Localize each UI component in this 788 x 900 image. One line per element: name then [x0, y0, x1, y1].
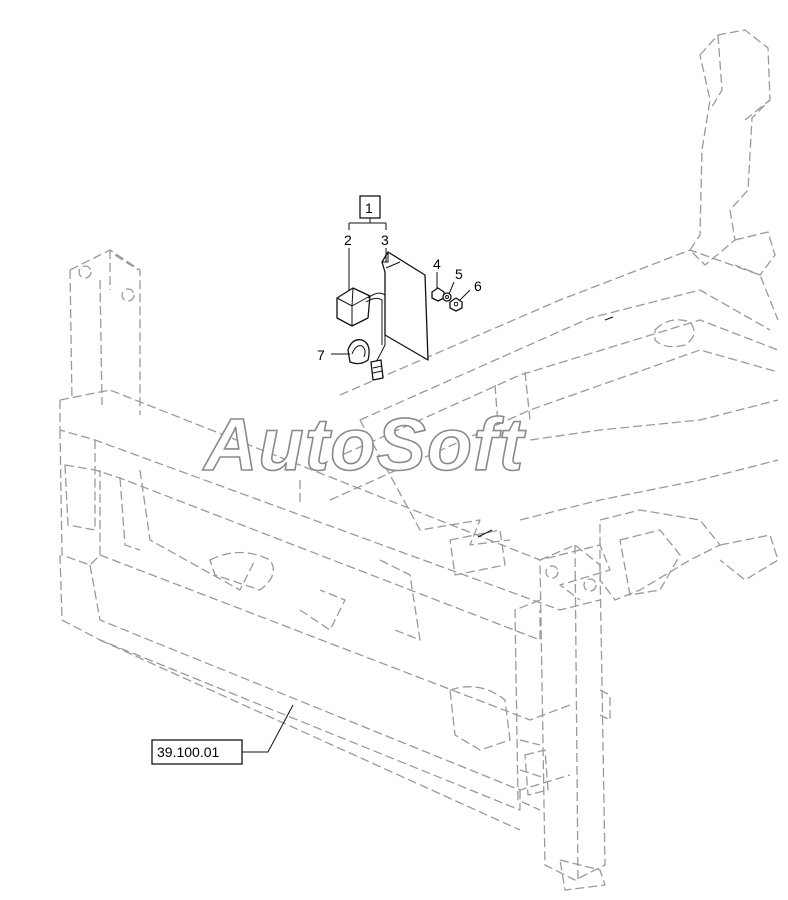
watermark: AutoSoft — [202, 403, 527, 486]
callout-6: 6 — [474, 278, 482, 294]
connector — [370, 359, 384, 381]
fastener-4 — [431, 287, 445, 302]
cable-clip — [347, 339, 370, 365]
reference-box — [151, 739, 243, 765]
fastener-6 — [449, 297, 463, 312]
callout-4: 4 — [433, 256, 441, 272]
callout-1: 1 — [365, 200, 373, 216]
callout-5: 5 — [455, 266, 463, 282]
group-callout-box — [359, 195, 381, 219]
lamp-housing — [336, 287, 371, 327]
fastener-5 — [442, 292, 452, 302]
callout-3: 3 — [381, 232, 389, 248]
callout-2: 2 — [344, 232, 352, 248]
work-lamp-assembly — [336, 251, 463, 381]
leader-lines — [242, 218, 471, 753]
reference-label: 39.100.01 — [157, 744, 219, 760]
mounting-bracket — [381, 251, 429, 361]
callout-7: 7 — [317, 347, 325, 363]
frame-outline — [59, 29, 779, 891]
